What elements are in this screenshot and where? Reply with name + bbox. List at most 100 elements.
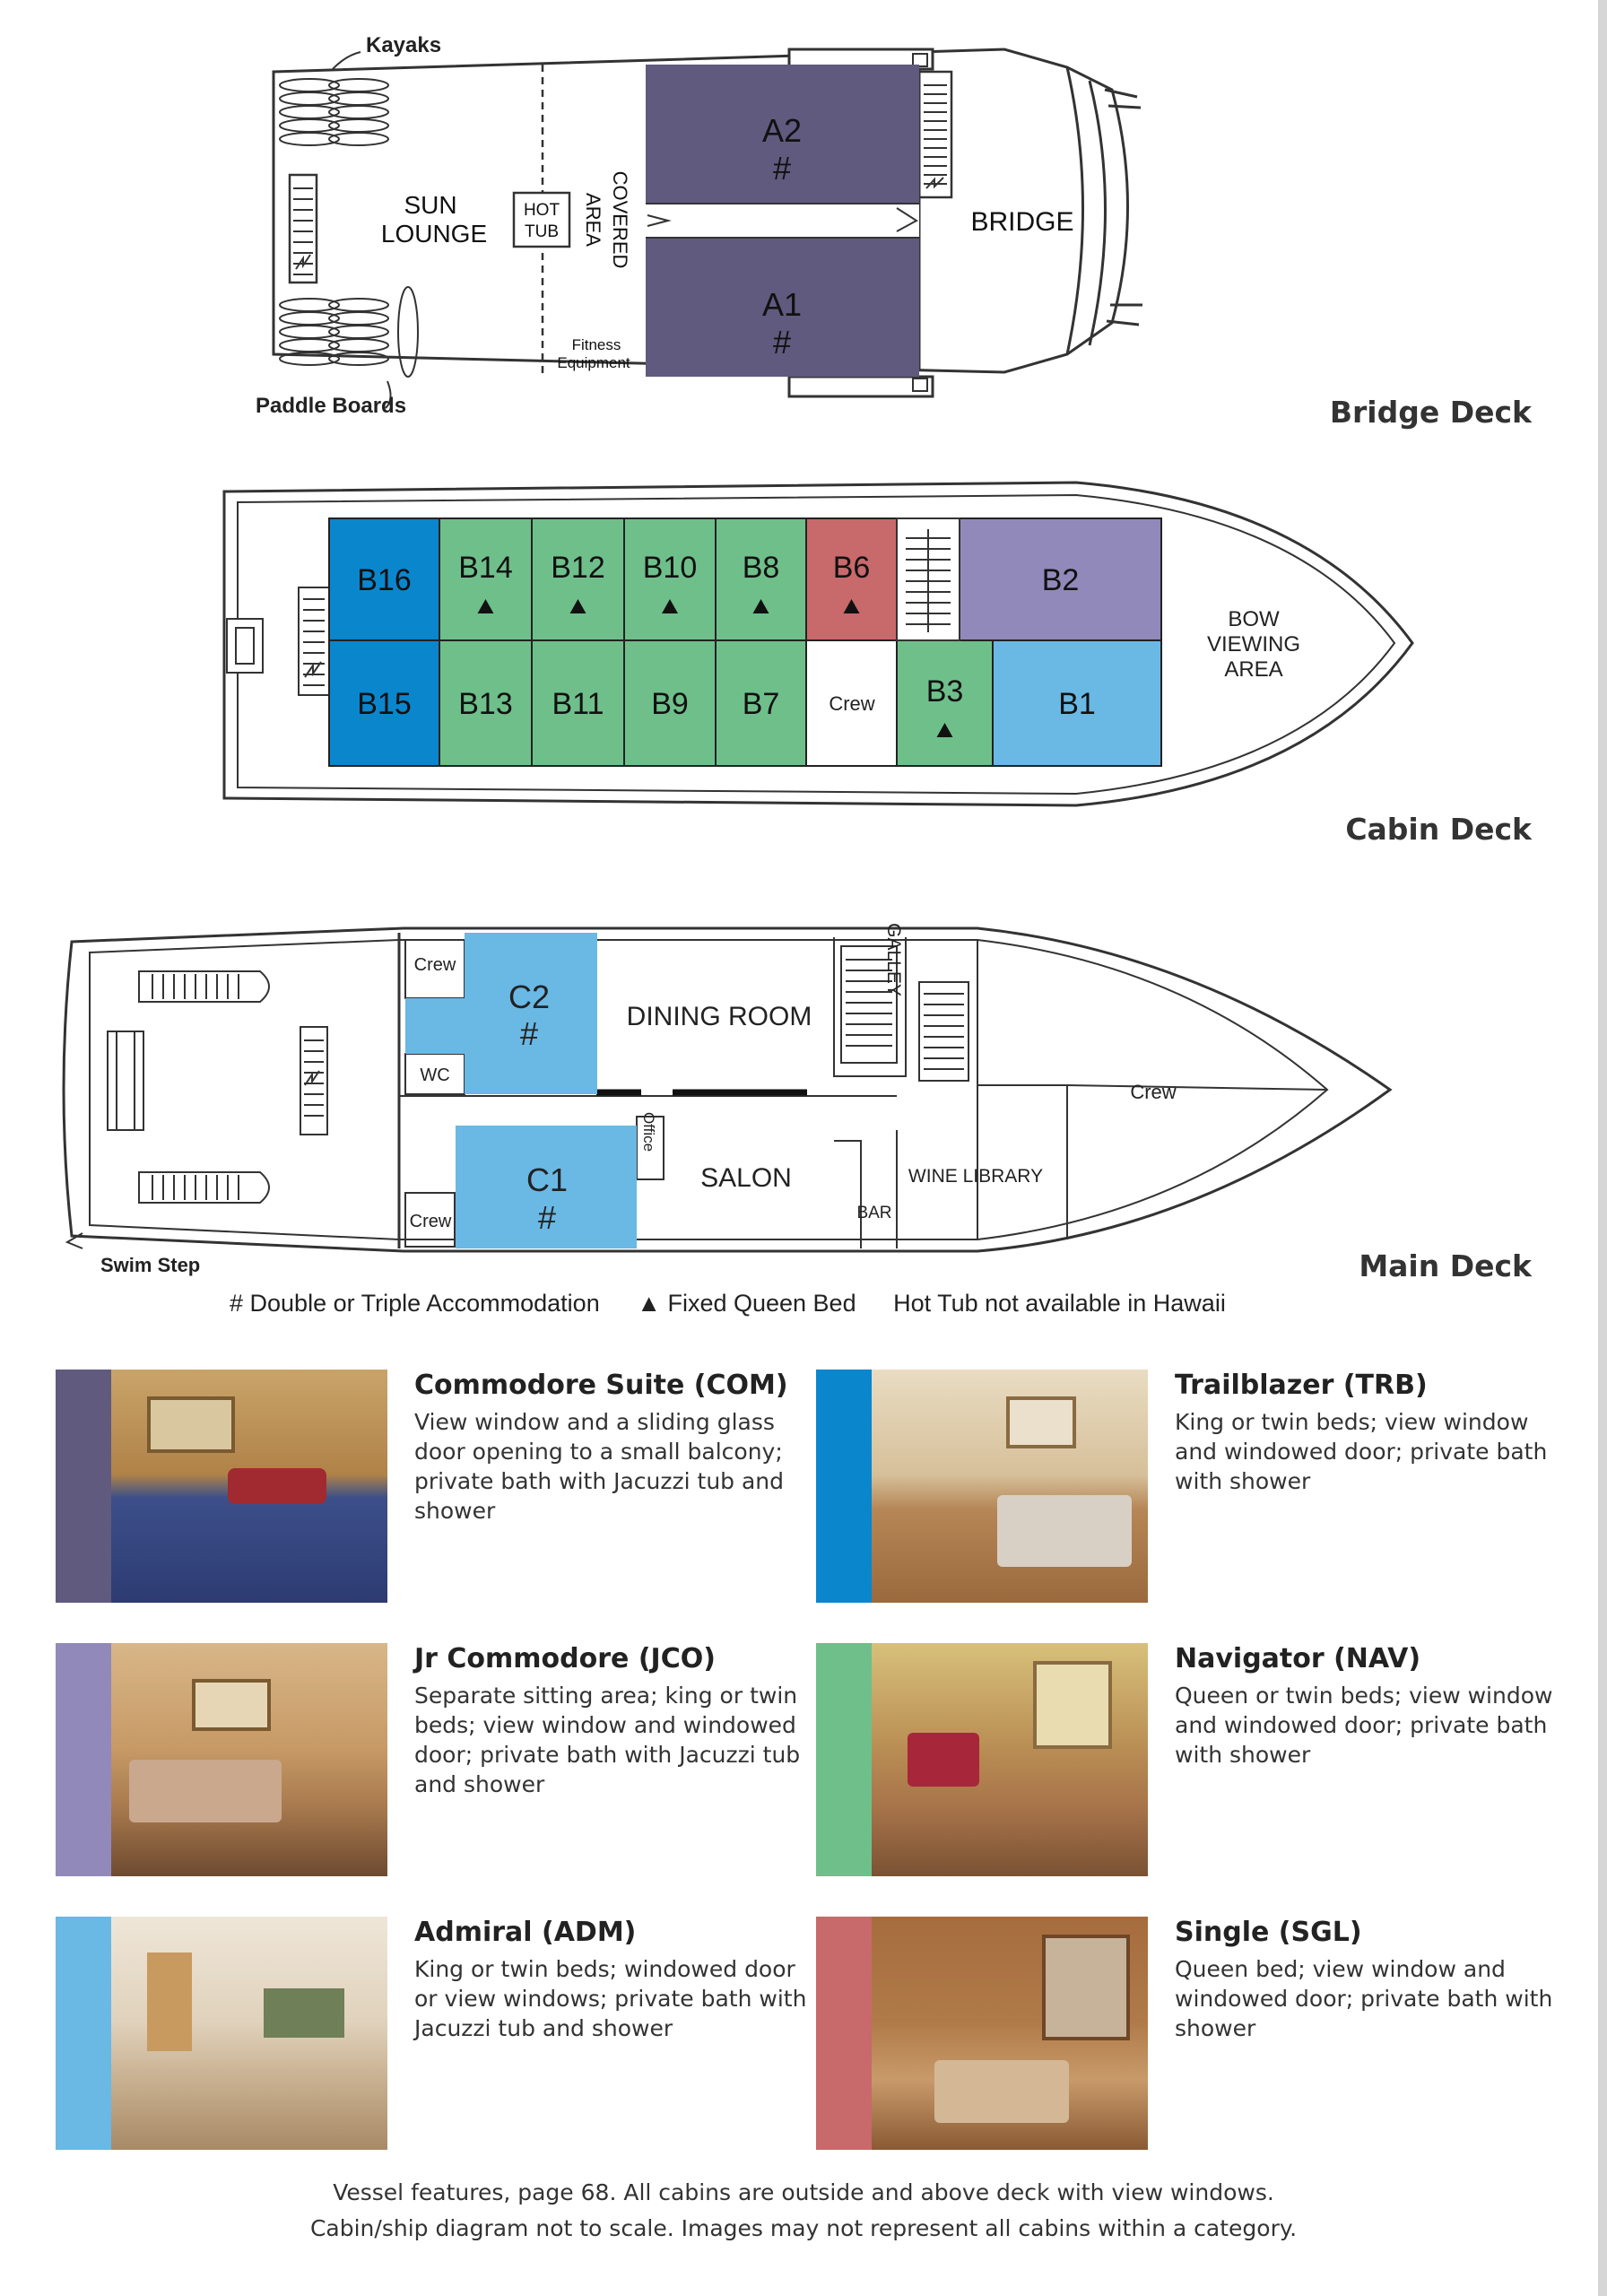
equipment-label: Equipment (557, 354, 630, 371)
cabin-B2-label: B2 (1042, 563, 1080, 597)
category-description: Queen or twin beds; view window and wind… (1175, 1683, 1553, 1768)
legend: # Double or Triple Accommodation ▲ Fixed… (230, 1290, 1395, 1318)
cabin-B9-label: B9 (651, 687, 689, 721)
lounge-label: LOUNGE (381, 220, 487, 248)
bridge-deck-plan: A2 # A1 # BRIDGE SUN LOUNGE HOT TUB Fitn… (256, 33, 1142, 418)
bar-label: BAR (856, 1204, 891, 1222)
cabin-B1-label: B1 (1058, 687, 1096, 721)
category-description: Queen bed; view window and windowed door… (1175, 1956, 1553, 2041)
legend-fixed-queen: ▲ Fixed Queen Bed (637, 1290, 856, 1317)
cabin-C1-label: C1 (526, 1161, 568, 1198)
bridge-label: BRIDGE (970, 207, 1073, 237)
cabin-A2-mark: # (773, 150, 791, 187)
viewing-label: VIEWING (1207, 632, 1300, 657)
category-description: King or twin beds; windowed door or view… (414, 1956, 807, 2041)
cabin-B8[interactable] (715, 517, 807, 641)
dining-room-label: DINING ROOM (627, 1002, 812, 1031)
cabin-B9[interactable] (623, 639, 717, 767)
cabin-B3-label: B3 (926, 674, 964, 709)
cabin-A2[interactable] (646, 65, 919, 204)
area-label: AREA (582, 193, 604, 247)
cabin-B2[interactable] (959, 517, 1162, 641)
sun-label: SUN (404, 191, 456, 219)
crew-label: Crew (829, 692, 874, 715)
stateroom-photo-icon (111, 1370, 387, 1603)
fixed-queen-bed-icon (936, 723, 953, 737)
cabin-B6[interactable] (805, 517, 898, 641)
category-title: Navigator (NAV) (1175, 1643, 1421, 1674)
category-title: Admiral (ADM) (414, 1917, 637, 1948)
cabin-B8-label: B8 (743, 551, 780, 585)
crew-label-bow: Crew (1130, 1081, 1176, 1103)
footer-line-1: Vessel features, page 68. All cabins are… (333, 2179, 1274, 2205)
cabin-B16[interactable] (328, 517, 440, 641)
fixed-queen-bed-icon (662, 599, 678, 613)
fixed-queen-bed-icon (569, 599, 586, 613)
wine-library-label: WINE LIBRARY (908, 1166, 1043, 1187)
footer-line-2: Cabin/ship diagram not to scale. Images … (309, 2215, 1298, 2241)
fixed-queen-bed-icon (843, 599, 860, 613)
stateroom-photo-icon (872, 1917, 1148, 2150)
main-deck-title: Main Deck (1359, 1248, 1532, 1283)
office-label: Office (640, 1112, 657, 1152)
cabin-B10-label: B10 (643, 551, 698, 585)
cabin-B11-label: B11 (552, 687, 604, 721)
category-description: King or twin beds; view window and windo… (1175, 1409, 1548, 1494)
cabin-C2-mark: # (520, 1015, 538, 1052)
cabin-B16-label: B16 (357, 563, 412, 597)
stateroom-photo-icon (872, 1370, 1148, 1603)
cabin-B15-label: B15 (357, 687, 412, 721)
cabin-B12[interactable] (531, 517, 625, 641)
cabin-C1[interactable] (456, 1126, 637, 1248)
cabin-B12-label: B12 (551, 551, 605, 585)
stateroom-photo-icon (872, 1643, 1148, 1876)
fixed-queen-bed-icon (752, 599, 769, 613)
crew-label-top: Crew (414, 955, 456, 975)
cabin-B6-label: B6 (833, 551, 871, 585)
cabin-B15[interactable] (328, 639, 440, 767)
cabin-B14-label: B14 (458, 551, 513, 585)
cabin-B13[interactable] (439, 639, 533, 767)
fitness-label: Fitness (572, 336, 621, 353)
cabin-B7-label: B7 (743, 687, 780, 721)
page-edge (1598, 0, 1607, 2296)
galley-label: GALLEY (883, 923, 904, 996)
swim-step-label: Swim Step (100, 1254, 200, 1276)
category-title: Jr Commodore (JCO) (414, 1643, 716, 1674)
stateroom-photo-icon (111, 1643, 387, 1876)
legend-hot-tub: Hot Tub not available in Hawaii (893, 1290, 1226, 1317)
cabin-A1[interactable] (646, 238, 919, 377)
category-color-bar (816, 1917, 872, 2150)
category-color-bar (56, 1370, 111, 1603)
cabin-A1-mark: # (773, 324, 791, 361)
category-title: Commodore Suite (COM) (414, 1370, 788, 1401)
legend-double-triple: # Double or Triple Accommodation (230, 1290, 600, 1317)
wc-label: WC (420, 1065, 449, 1085)
salon-label: SALON (700, 1163, 792, 1193)
cabin-A2-label: A2 (762, 112, 802, 149)
category-description: Separate sitting area; king or twin beds… (414, 1683, 801, 1797)
crew-cabin (805, 639, 898, 767)
cabin-C1-mark: # (538, 1199, 556, 1236)
cabin-B1[interactable] (992, 639, 1162, 767)
bridge-deck-title: Bridge Deck (1329, 395, 1532, 430)
cabin-C2[interactable] (465, 933, 597, 1094)
stateroom-photo-icon (111, 1917, 387, 2150)
tub-label: TUB (525, 222, 559, 241)
hot-label: HOT (524, 201, 560, 220)
category-color-bar (56, 1643, 111, 1876)
cabin-B3[interactable] (896, 639, 994, 767)
category-description: View window and a sliding glass door ope… (414, 1409, 785, 1524)
category-title: Single (SGL) (1175, 1917, 1362, 1948)
kayaks-label: Kayaks (366, 33, 441, 57)
category-title: Trailblazer (TRB) (1175, 1370, 1428, 1401)
category-color-bar (816, 1643, 872, 1876)
cabin-C2-label: C2 (508, 978, 550, 1015)
bow-label: BOW (1228, 607, 1280, 631)
cabin-B10[interactable] (623, 517, 717, 641)
covered-label: COVERED (609, 171, 631, 269)
category-color-bar (816, 1370, 872, 1603)
